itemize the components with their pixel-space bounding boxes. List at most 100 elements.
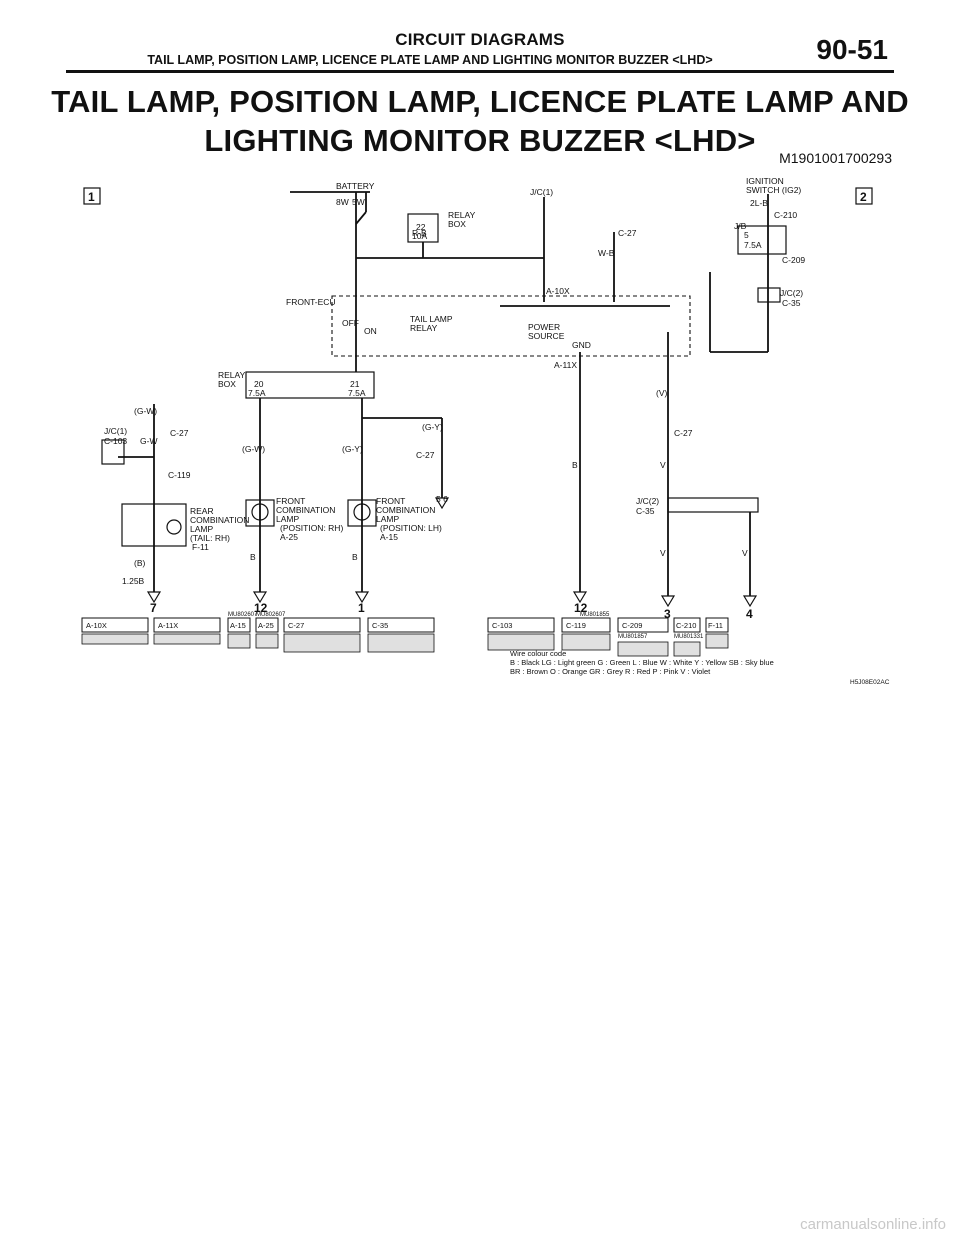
fuse-20-rating: 7.5A xyxy=(248,388,266,398)
wire-v-p: (V) xyxy=(656,388,668,398)
wire-b-rh: B xyxy=(250,552,256,562)
wire-gy-p: (G-Y) xyxy=(342,444,363,454)
fuse-21: 21 xyxy=(350,379,360,389)
wire-size: 1.25B xyxy=(122,576,145,586)
section-subtitle: TAIL LAMP, POSITION LAMP, LICENCE PLATE … xyxy=(147,53,713,67)
gnd-label: GND xyxy=(572,340,591,350)
fuse-22-rating: 10A xyxy=(412,231,427,241)
front-lh-label-4: (POSITION: LH) xyxy=(380,523,442,533)
front-rh-label-3: LAMP xyxy=(276,514,299,524)
part-code-4: MU801857 xyxy=(618,634,648,640)
wire-b-a11x: B xyxy=(572,460,578,470)
power-source-label-2: SOURCE xyxy=(528,331,565,341)
front-rh-label: FRONT xyxy=(276,496,305,506)
wire-v: V xyxy=(660,460,666,470)
conn-c210: C-210 xyxy=(774,210,797,220)
wire-b-p: (B) xyxy=(134,558,146,568)
conn-c27-right: C-27 xyxy=(674,428,693,438)
legend-a25: A-25 xyxy=(258,621,274,630)
relay-box-mid-label-2: BOX xyxy=(218,379,236,389)
wire-code-title: Wire colour code xyxy=(510,649,566,658)
wire-rb: R-B xyxy=(412,228,427,238)
front-rh-label-4: (POSITION: RH) xyxy=(280,523,343,533)
legend-c27: C-27 xyxy=(288,621,304,630)
jc1-left-label: J/C(1) xyxy=(104,426,127,436)
fuse-5: 5 xyxy=(744,230,749,240)
conn-a11x: A-11X xyxy=(554,360,577,370)
ignition-label: IGNITION xyxy=(746,176,784,186)
wire-code-line-2: BR : Brown O : Orange GR : Grey R : Red … xyxy=(510,667,711,676)
conn-c209: C-209 xyxy=(782,255,805,265)
fuse-22: 22 xyxy=(416,222,426,232)
legend-a11x: A-11X xyxy=(158,621,178,630)
jb-label: J/B xyxy=(734,221,747,231)
conn-f11: F-11 xyxy=(192,542,209,552)
fuse-5-rating: 7.5A xyxy=(744,240,762,250)
wire-gw-p: (G-W) xyxy=(134,406,157,416)
legend-a15: A-15 xyxy=(230,621,246,630)
off-page-1: 1 xyxy=(358,601,365,615)
conn-c103: C-103 xyxy=(104,436,127,446)
battery-label: BATTERY xyxy=(336,181,375,191)
wire-gw: G-W xyxy=(140,436,157,446)
jc1-label: J/C(1) xyxy=(530,187,553,197)
part-code-2: MU802607 xyxy=(256,612,286,618)
wire-v-lower: V xyxy=(660,548,666,558)
legend-c103: C-103 xyxy=(492,621,512,630)
page-number: 90-51 xyxy=(816,34,888,65)
off-page-4: 4 xyxy=(746,607,753,621)
conn-c35: C-35 xyxy=(782,298,801,308)
sheet-mark-1: 1 xyxy=(88,190,95,204)
front-lh-label-2: COMBINATION xyxy=(376,505,435,515)
conn-c27-mid: C-27 xyxy=(416,450,435,460)
wire-gw-p-mid: (G-W) xyxy=(242,444,265,454)
circuit-diagram: 1 2 BATTERY 8W 5W RELAY BOX 22 10A J/C(1… xyxy=(81,176,890,686)
drawing-id: H5J08E02AC xyxy=(850,679,890,686)
wire-2lb: 2L-B xyxy=(750,198,768,208)
conn-a25: A-25 xyxy=(280,532,298,542)
conn-c27-left: C-27 xyxy=(170,428,189,438)
switch-on: ON xyxy=(364,326,377,336)
conn-c119: C-119 xyxy=(168,470,191,480)
relay-box-label: RELAY xyxy=(448,210,476,220)
rear-lamp-label-3: LAMP xyxy=(190,524,213,534)
part-code-1: MU802607 xyxy=(228,612,258,618)
wire-code-line-1: B : Black LG : Light green G : Green L :… xyxy=(510,658,774,667)
off-page-12: 12 xyxy=(254,601,268,615)
part-code-5: MU801331 xyxy=(674,634,704,640)
ignition-label-2: SWITCH (IG2) xyxy=(746,185,801,195)
legend-a10x: A-10X xyxy=(86,621,107,630)
sheet-mark-2: 2 xyxy=(860,190,867,204)
front-rh-label-2: COMBINATION xyxy=(276,505,335,515)
document-id: M1901001700293 xyxy=(779,150,892,166)
off-page-3: 3 xyxy=(664,607,671,621)
rear-lamp-label: REAR xyxy=(190,506,214,516)
legend-c119: C-119 xyxy=(566,621,586,630)
off-page-12b: 12 xyxy=(574,601,588,615)
legend-f11: F-11 xyxy=(708,621,723,630)
conn-c27: C-27 xyxy=(618,228,637,238)
tail-relay-label: TAIL LAMP xyxy=(410,314,453,324)
conn-a15: A-15 xyxy=(380,532,398,542)
rear-lamp-label-4: (TAIL: RH) xyxy=(190,533,230,543)
wire-8w: 8W xyxy=(336,197,349,207)
jc2-label: J/C(2) xyxy=(780,288,803,298)
part-code-3: MU801855 xyxy=(580,612,610,618)
rear-lamp-label-2: COMBINATION xyxy=(190,515,249,525)
power-source-label: POWER xyxy=(528,322,560,332)
page-title: TAIL LAMP, POSITION LAMP, LICENCE PLATE … xyxy=(51,84,909,158)
wire-wb: W-B xyxy=(598,248,615,258)
off-page-56: 5 6 xyxy=(436,494,448,504)
front-lh-label-3: LAMP xyxy=(376,514,399,524)
conn-c35-lower: C-35 xyxy=(636,506,655,516)
legend-c210: C-210 xyxy=(676,621,696,630)
fuse-20: 20 xyxy=(254,379,264,389)
tail-relay-label-2: RELAY xyxy=(410,323,438,333)
wire-gy-p-right: (G-Y) xyxy=(422,422,443,432)
switch-off: OFF xyxy=(342,318,359,328)
section-title: CIRCUIT DIAGRAMS xyxy=(395,30,565,49)
jc2-lower-label: J/C(2) xyxy=(636,496,659,506)
legend-c35: C-35 xyxy=(372,621,388,630)
conn-a10x: A-10X xyxy=(546,286,570,296)
relay-box-label-2: BOX xyxy=(448,219,466,229)
